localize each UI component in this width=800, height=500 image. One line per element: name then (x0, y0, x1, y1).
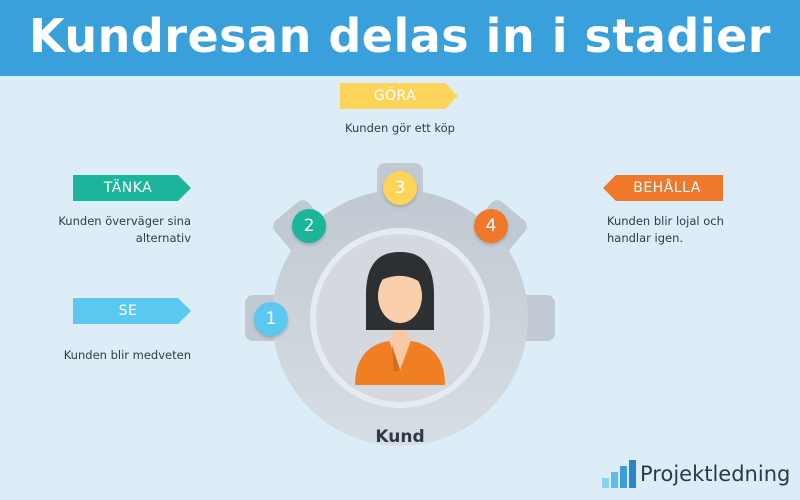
stage-2-description-line-1: Kunden överväger sina (58, 214, 191, 228)
stage-1-badge: 1 (254, 302, 288, 336)
stage-3-label: GÖRA (340, 83, 458, 109)
center-label: Kund (375, 427, 425, 447)
stage-4-description: Kunden blir lojal och handlar igen. (607, 213, 787, 247)
stage-4-description-line-2: handlar igen. (607, 231, 684, 245)
stage-2-description-line-2: alternativ (135, 231, 191, 245)
stage-4-badge: 4 (474, 209, 508, 243)
stage-2-label: TÄNKA (73, 175, 191, 201)
header-banner: Kundresan delas in i stadier (0, 0, 800, 76)
stage-1-description: Kunden blir medveten (63, 348, 191, 362)
person-icon (355, 252, 445, 385)
stage-2-description: Kunden överväger sina alternativ (20, 213, 191, 247)
stage-3-badge: 3 (383, 171, 417, 205)
stage-2-badge: 2 (292, 209, 326, 243)
stage-3-description: Kunden gör ett köp (345, 121, 455, 135)
stage-4-description-line-1: Kunden blir lojal och (607, 214, 724, 228)
bar-chart-icon (602, 460, 636, 488)
brand-logo: Projektledning (600, 459, 795, 489)
stage-1-label: SE (73, 298, 191, 324)
stage-4-label: BEHÅLLA (603, 175, 723, 201)
logo-text: Projektledning (640, 462, 791, 486)
page-title: Kundresan delas in i stadier (29, 9, 771, 63)
